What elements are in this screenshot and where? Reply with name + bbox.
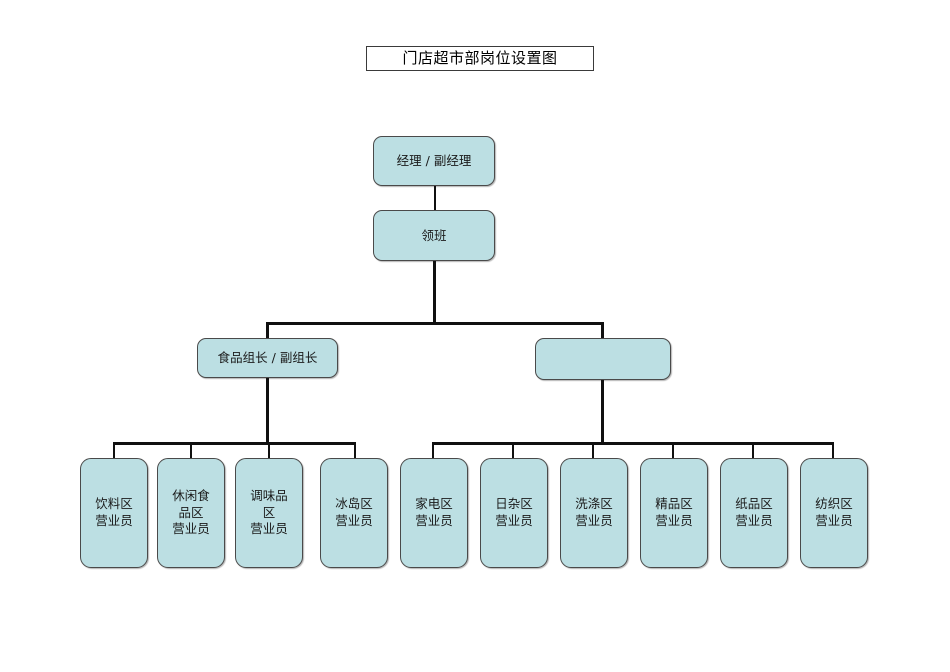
connector-leaf-drop-7 — [592, 442, 594, 459]
connector-leaf-drop-8 — [672, 442, 674, 459]
connector-food-leader-trunk — [266, 378, 269, 444]
node-supervisor-label: 领班 — [421, 227, 447, 243]
node-leaf-snack[interactable]: 休闲食 品区 营业员 — [157, 458, 225, 568]
connector-other-leaf-bus — [432, 442, 834, 445]
node-leaf-beverage-label: 饮料区 营业员 — [95, 496, 133, 528]
node-leaf-detergent-label: 洗涤区 营业员 — [575, 496, 613, 528]
node-leaf-detergent[interactable]: 洗涤区 营业员 — [560, 458, 628, 568]
node-leaf-paper-label: 纸品区 营业员 — [735, 496, 773, 528]
node-leaf-frozen[interactable]: 冰岛区 营业员 — [320, 458, 388, 568]
connector-leaf-drop-5 — [432, 442, 434, 459]
chart-title-box: 门店超市部岗位设置图 — [366, 46, 594, 71]
node-other-group-leader[interactable] — [535, 338, 671, 380]
node-manager[interactable]: 经理 / 副经理 — [373, 136, 495, 186]
node-leaf-appliance[interactable]: 家电区 营业员 — [400, 458, 468, 568]
node-leaf-boutique[interactable]: 精品区 营业员 — [640, 458, 708, 568]
connector-leaf-drop-2 — [190, 442, 192, 459]
connector-bus-to-food-leader — [266, 322, 269, 339]
connector-leaf-drop-6 — [512, 442, 514, 459]
connector-manager-to-supervisor — [434, 186, 436, 211]
connector-leaf-drop-1 — [113, 442, 115, 459]
connector-leaf-drop-4 — [354, 442, 356, 459]
connector-level3-bus — [266, 322, 604, 325]
node-food-group-leader[interactable]: 食品组长 / 副组长 — [197, 338, 338, 378]
node-manager-label: 经理 / 副经理 — [396, 153, 472, 168]
node-leaf-textile-label: 纺织区 营业员 — [815, 496, 853, 528]
connector-leaf-drop-9 — [752, 442, 754, 459]
connector-supervisor-trunk — [433, 261, 436, 325]
node-leaf-household[interactable]: 日杂区 营业员 — [480, 458, 548, 568]
node-leaf-snack-label: 休闲食 品区 营业员 — [172, 487, 210, 537]
node-leaf-frozen-label: 冰岛区 营业员 — [335, 496, 373, 528]
node-leaf-seasoning[interactable]: 调味品 区 营业员 — [235, 458, 303, 568]
node-leaf-boutique-label: 精品区 营业员 — [655, 496, 693, 528]
node-supervisor[interactable]: 领班 — [373, 210, 495, 261]
node-leaf-paper[interactable]: 纸品区 营业员 — [720, 458, 788, 568]
connector-leaf-drop-3 — [268, 442, 270, 459]
node-leaf-seasoning-label: 调味品 区 营业员 — [250, 487, 288, 537]
node-leaf-textile[interactable]: 纺织区 营业员 — [800, 458, 868, 568]
connector-food-leaf-bus — [113, 442, 356, 445]
chart-title-text: 门店超市部岗位设置图 — [402, 49, 558, 67]
connector-other-leader-trunk — [601, 380, 604, 444]
node-leaf-appliance-label: 家电区 营业员 — [415, 496, 453, 528]
node-leaf-household-label: 日杂区 营业员 — [495, 496, 533, 528]
node-food-group-leader-label: 食品组长 / 副组长 — [217, 350, 318, 365]
node-leaf-beverage[interactable]: 饮料区 营业员 — [80, 458, 148, 568]
connector-leaf-drop-10 — [832, 442, 834, 459]
connector-bus-to-other-leader — [601, 322, 604, 339]
